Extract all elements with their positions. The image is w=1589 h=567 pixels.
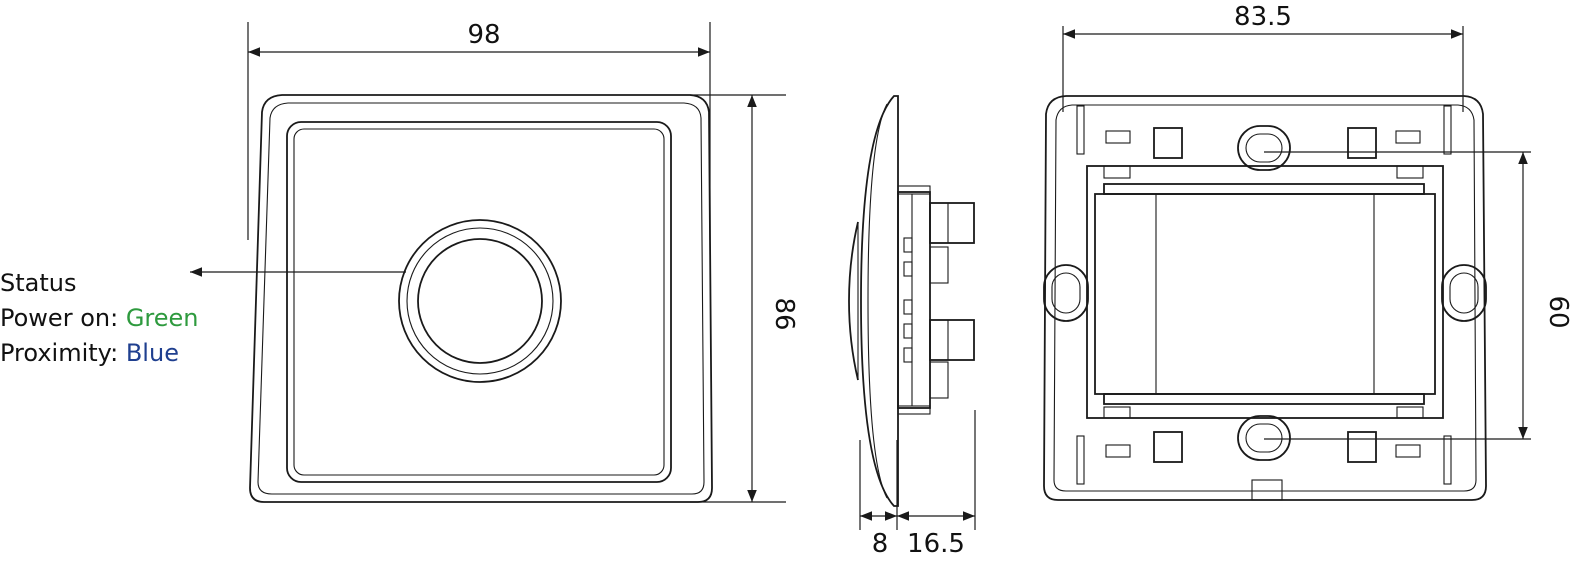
- screw-hole-top-inner: [1245, 133, 1283, 163]
- back-right-rib-bottom: [1443, 435, 1452, 485]
- width-83-5-label: 83.5: [1234, 2, 1292, 32]
- back-inner-box: [1086, 165, 1444, 419]
- back-slot-bottom-left: [1105, 444, 1131, 458]
- side-component-4: [903, 323, 913, 339]
- side-front-cover: [860, 95, 899, 507]
- screw-hole-left-outer: [1043, 264, 1089, 322]
- depth-16-5-label: 16.5: [907, 529, 965, 559]
- status-title: Status: [0, 269, 77, 297]
- sensor-window: [417, 238, 543, 364]
- side-connector-top: [929, 202, 975, 244]
- back-tab-bottom-right: [1396, 406, 1424, 419]
- sensor-ring-inner: [406, 227, 554, 375]
- width-98-label: 98: [467, 20, 500, 50]
- side-backbox-body: [897, 191, 931, 409]
- hole-spacing-60-dimension: 60: [1264, 151, 1573, 440]
- screw-hole-top-outer: [1237, 125, 1291, 171]
- height-86-dimension: 86: [690, 94, 799, 503]
- side-component-3: [903, 299, 913, 315]
- side-component-5: [903, 347, 913, 363]
- front-outer-frame: [249, 94, 713, 503]
- height-86-label: 86: [769, 297, 799, 330]
- proximity-status-line: Proximity: Blue: [0, 336, 199, 371]
- back-tab-top-left: [1103, 165, 1131, 179]
- back-slot-top-left: [1105, 130, 1131, 144]
- side-connector-bottom: [929, 319, 975, 361]
- back-module-frame: [1094, 193, 1436, 395]
- proximity-color-value: Blue: [125, 339, 179, 367]
- side-cover-inner-edge: [867, 103, 888, 499]
- screw-hole-bottom-inner: [1245, 423, 1283, 453]
- width-98-dimension: 98: [247, 20, 711, 240]
- back-slot-top-right: [1395, 130, 1421, 144]
- power-label: Power on:: [0, 304, 126, 332]
- back-tab-bottom-left: [1103, 406, 1131, 419]
- back-tab-top-right: [1396, 165, 1424, 179]
- back-left-rib-bottom: [1076, 435, 1085, 485]
- back-frame-inner-edge: [1053, 104, 1477, 492]
- back-square-top-left: [1153, 127, 1183, 159]
- depth-8-label: 8: [872, 529, 889, 559]
- back-rail-bottom: [1103, 393, 1425, 405]
- screw-hole-right-outer: [1441, 264, 1487, 322]
- screw-hole-bottom-outer: [1237, 415, 1291, 461]
- status-legend: Status Power on: Green Proximity: Blue: [0, 266, 199, 371]
- side-view: [848, 95, 975, 507]
- back-slot-bottom-right: [1395, 444, 1421, 458]
- side-connector-bottom-lower: [929, 361, 949, 399]
- screw-hole-left-inner: [1051, 272, 1081, 314]
- back-square-bottom-right: [1347, 431, 1377, 463]
- back-square-bottom-left: [1153, 431, 1183, 463]
- hole-spacing-60-label: 60: [1543, 295, 1573, 328]
- screw-hole-right-inner: [1449, 272, 1479, 314]
- width-83-5-dimension: 83.5: [1062, 2, 1464, 112]
- front-plate-inner: [293, 128, 665, 476]
- power-color-value: Green: [125, 304, 199, 332]
- front-view: [190, 94, 713, 503]
- side-connector-top-lower: [929, 246, 949, 284]
- proximity-label: Proximity:: [0, 339, 126, 367]
- back-right-rib: [1443, 105, 1452, 155]
- back-bottom-notch: [1251, 479, 1283, 501]
- back-rail-top: [1103, 183, 1425, 195]
- back-view: [1043, 95, 1487, 501]
- front-frame-inner-edge: [257, 102, 705, 495]
- back-square-top-right: [1347, 127, 1377, 159]
- side-component-1: [903, 237, 913, 253]
- front-plate-outer: [286, 121, 672, 483]
- back-left-rib: [1076, 105, 1085, 155]
- side-sensor-dome: [848, 221, 859, 381]
- sensor-ring-outer: [398, 219, 562, 383]
- power-status-line: Power on: Green: [0, 301, 199, 336]
- side-component-2: [903, 261, 913, 277]
- depth-dimensions: 8 16.5: [859, 410, 976, 559]
- side-flange-top: [897, 185, 931, 195]
- side-flange-bottom: [897, 405, 931, 415]
- back-outer-frame: [1043, 95, 1487, 501]
